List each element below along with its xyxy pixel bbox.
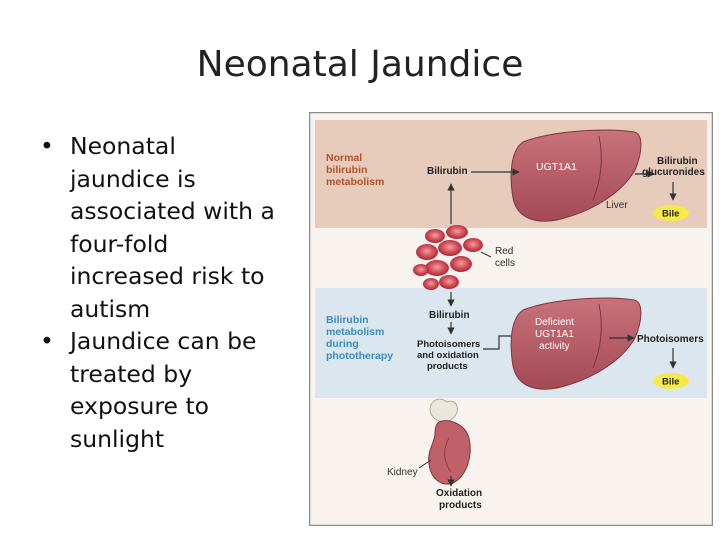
bullet-list: • Neonatal jaundice is associated with a … (36, 130, 281, 455)
deficient-ugt1a1-label: Deficient UGT1A1 activity (535, 317, 577, 352)
kidney-label: Kidney (387, 467, 418, 478)
glucuronides-label: Bilirubin glucuronides (642, 156, 705, 178)
slide-title: Neonatal Jaundice (196, 44, 524, 85)
photoisomers-oxidation-label: Photoisomers and oxidation products (417, 339, 483, 372)
bile-top-label: Bile (662, 209, 679, 220)
bile-bottom-badge (653, 373, 689, 389)
bile-bottom-label: Bile (662, 377, 679, 388)
bullet-text: Neonatal jaundice is associated with a f… (70, 132, 275, 323)
photoisomers-label: Photoisomers (637, 334, 704, 345)
bullet-marker: • (40, 132, 54, 160)
oxidation-products-label: Oxidation products (436, 488, 485, 511)
bullet-marker: • (40, 327, 54, 355)
liver-bottom-icon (510, 297, 642, 390)
red-cells-icon (413, 225, 483, 290)
liver-label: Liver (606, 200, 628, 211)
liver-top-icon (510, 129, 642, 222)
bilirubin-mid-label: Bilirubin (429, 310, 470, 321)
bullet-item: • Jaundice can be treated by exposure to … (36, 325, 281, 455)
bullet-text: Jaundice can be treated by exposure to s… (70, 327, 257, 453)
ugt1a1-label: UGT1A1 (536, 161, 577, 173)
bilirubin-metabolism-figure: Normal bilirubin metabolism Bilirubin me… (309, 112, 713, 526)
bilirubin-top-label: Bilirubin (427, 166, 468, 177)
phototherapy-panel-title: Bilirubin metabolism during phototherapy (326, 314, 393, 362)
bile-top-badge (653, 205, 689, 221)
kidney-icon (428, 398, 471, 485)
red-cells-label: Red cells (495, 246, 516, 269)
arrow-photoisomers-to-liver (483, 332, 522, 350)
normal-panel-title: Normal bilirubin metabolism (326, 152, 384, 188)
bullet-item: • Neonatal jaundice is associated with a … (36, 130, 281, 325)
